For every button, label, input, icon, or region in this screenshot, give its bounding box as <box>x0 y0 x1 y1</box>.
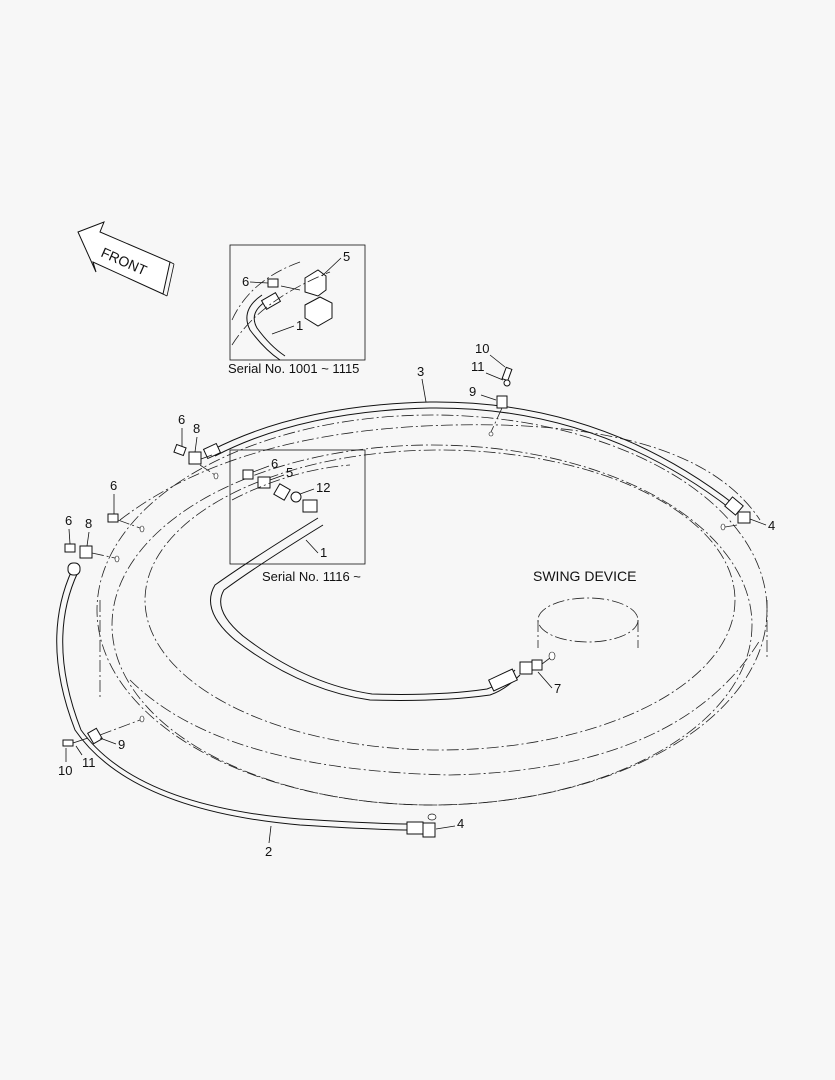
inset-top-callout-1: 1 <box>296 318 303 333</box>
callout-9-left: 9 <box>118 737 125 752</box>
callout-10-left: 10 <box>58 763 72 778</box>
hose-2 <box>56 562 437 838</box>
swing-device-label: SWING DEVICE <box>533 568 636 584</box>
swing-frame-outline <box>96 414 768 806</box>
swing-device-cylinder <box>537 597 639 648</box>
callout-8-a: 8 <box>193 421 200 436</box>
front-arrow: FRONT <box>77 221 175 297</box>
callout-2: 2 <box>265 844 272 859</box>
callout-3: 3 <box>417 364 424 379</box>
callout-11-left: 11 <box>82 755 96 770</box>
callouts: 10 11 9 3 6 8 6 6 8 4 7 9 10 11 4 2 <box>58 341 775 859</box>
clamp-left <box>62 715 145 747</box>
callout-10-top: 10 <box>475 341 489 356</box>
inset-mid: Serial No. 1116 ~ 6 5 12 1 <box>229 449 366 584</box>
inset-top-callout-5: 5 <box>343 249 350 264</box>
inset-top-callout-6: 6 <box>242 274 249 289</box>
clamp-top <box>488 366 513 437</box>
callout-6-c: 6 <box>65 513 72 528</box>
inset-mid-callout-6: 6 <box>271 456 278 471</box>
inset-mid-callout-1: 1 <box>320 545 327 560</box>
callout-6-a: 6 <box>178 412 185 427</box>
inset-mid-callout-5: 5 <box>286 465 293 480</box>
inset-top-caption: Serial No. 1001 ~ 1115 <box>228 361 359 376</box>
fittings-left-mid <box>64 513 145 563</box>
callout-6-b: 6 <box>110 478 117 493</box>
callout-9-top: 9 <box>469 384 476 399</box>
inset-mid-caption: Serial No. 1116 ~ <box>262 569 361 584</box>
callout-8-b: 8 <box>85 516 92 531</box>
inset-top: Serial No. 1001 ~ 1115 6 5 1 <box>228 244 366 376</box>
callout-4-bottom: 4 <box>457 816 464 831</box>
callout-11-top: 11 <box>471 359 485 374</box>
hose-3 <box>202 401 751 524</box>
callout-7: 7 <box>554 681 561 696</box>
hose-1 <box>210 517 556 701</box>
callout-4-right: 4 <box>768 518 775 533</box>
inset-mid-callout-12: 12 <box>316 480 330 495</box>
